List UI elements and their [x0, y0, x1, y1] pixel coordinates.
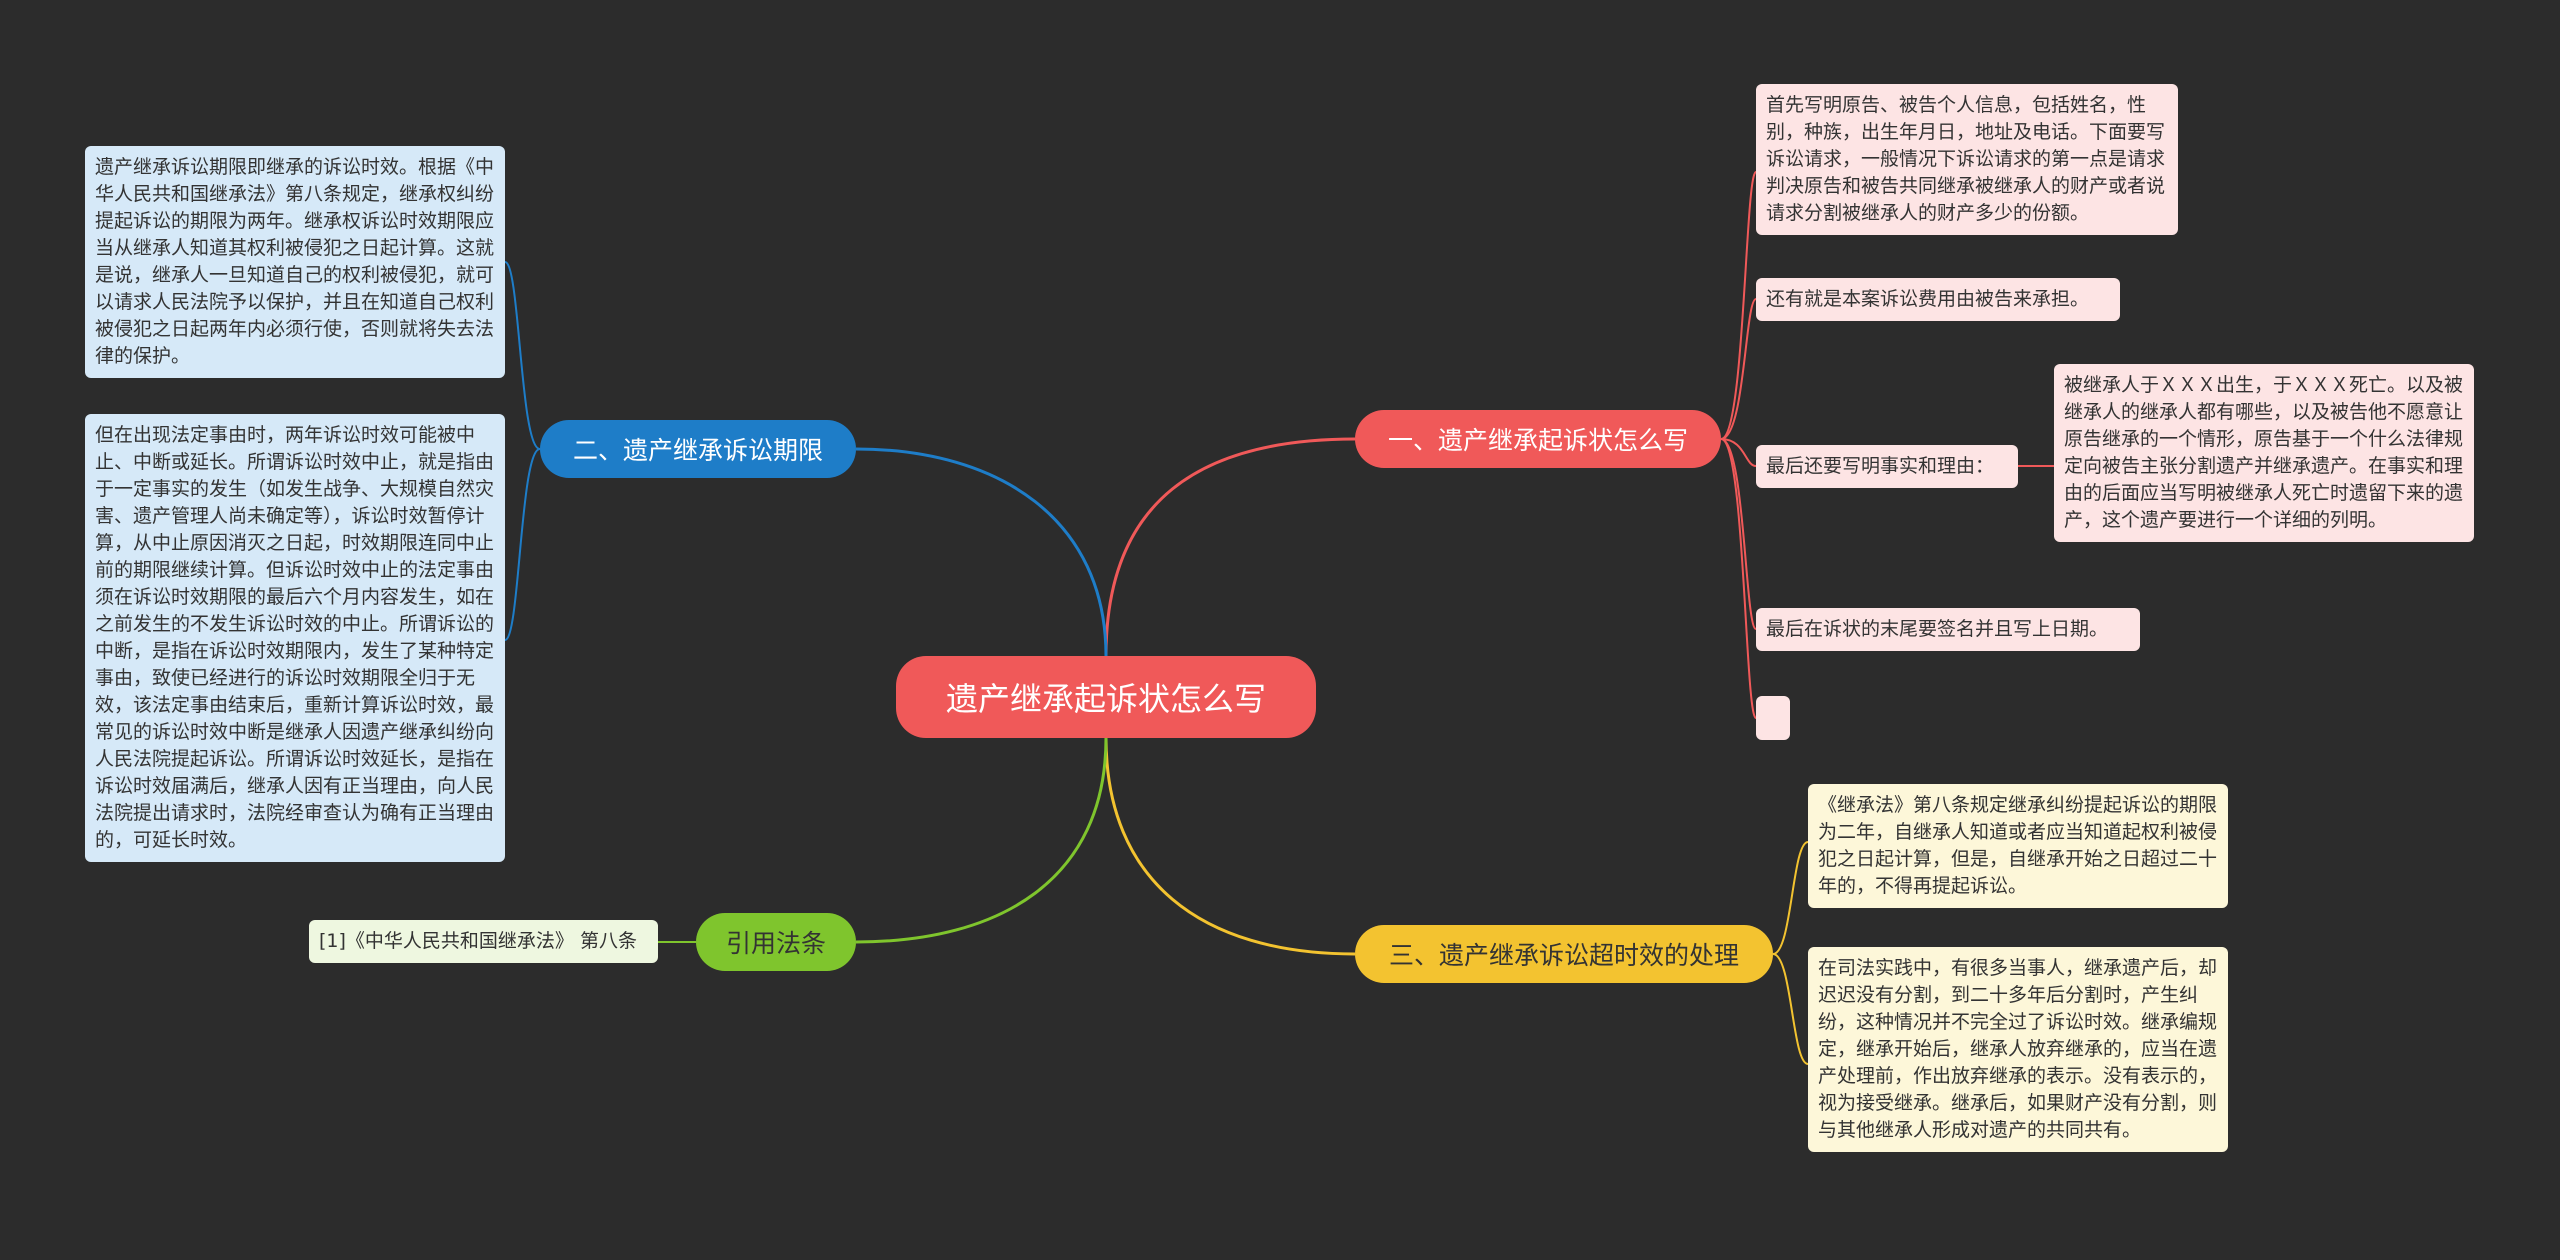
link-root-b3 — [1104, 737, 1356, 956]
leaf-facts-detail[interactable]: 被继承人于ＸＸＸ出生，于ＸＸＸ死亡。以及被继承人的继承人都有哪些，以及被告他不愿… — [2054, 364, 2474, 542]
leaf-judicial-practice[interactable]: 在司法实践中，有很多当事人，继承遗产后，却迟迟没有分割，到二十多年后分割时，产生… — [1808, 947, 2228, 1152]
leaf-empty[interactable] — [1756, 696, 1790, 740]
root-topic[interactable]: 遗产继承起诉状怎么写 — [896, 656, 1316, 738]
link-b1-t1 — [1720, 171, 1757, 440]
branch-cited-law[interactable]: 引用法条 — [696, 913, 856, 971]
leaf-sign-date[interactable]: 最后在诉状的末尾要签名并且写上日期。 — [1756, 608, 2140, 651]
branch-overdue-handling[interactable]: 三、遗产继承诉讼超时效的处理 — [1355, 925, 1773, 983]
branch-litigation-period[interactable]: 二、遗产继承诉讼期限 — [540, 420, 856, 478]
link-root-b2 — [855, 447, 1108, 657]
link-b1-t3 — [1720, 438, 1757, 467]
leaf-period-definition[interactable]: 遗产继承诉讼期限即继承的诉讼时效。根据《中华人民共和国继承法》第八条规定，继承权… — [85, 146, 505, 378]
branch-how-to-write[interactable]: 一、遗产继承起诉状怎么写 — [1355, 410, 1721, 468]
leaf-facts-reasons[interactable]: 最后还要写明事实和理由： — [1756, 445, 2018, 488]
link-root-b4 — [855, 737, 1108, 944]
link-b3-t10 — [1772, 841, 1809, 955]
leaf-period-interruption[interactable]: 但在出现法定事由时，两年诉讼时效可能被中止、中断或延长。所谓诉讼时效中止，就是指… — [85, 414, 505, 862]
link-b1-t5 — [1720, 438, 1757, 630]
link-root-b1 — [1104, 437, 1356, 657]
link-b2-t7 — [504, 261, 541, 450]
leaf-law-citation[interactable]: [1]《中华人民共和国继承法》 第八条 — [309, 920, 658, 963]
leaf-plaintiff-info[interactable]: 首先写明原告、被告个人信息，包括姓名，性别，种族，出生年月日，地址及电话。下面要… — [1756, 84, 2178, 235]
leaf-article-eight[interactable]: 《继承法》第八条规定继承纠纷提起诉讼的期限为二年，自继承人知道或者应当知道起权利… — [1808, 784, 2228, 908]
leaf-litigation-fees[interactable]: 还有就是本案诉讼费用由被告来承担。 — [1756, 278, 2120, 321]
link-b2-t8 — [504, 448, 541, 641]
link-b1-t2 — [1720, 298, 1757, 440]
link-b3-t11 — [1772, 953, 1809, 1065]
link-b1-t6 — [1720, 438, 1757, 719]
